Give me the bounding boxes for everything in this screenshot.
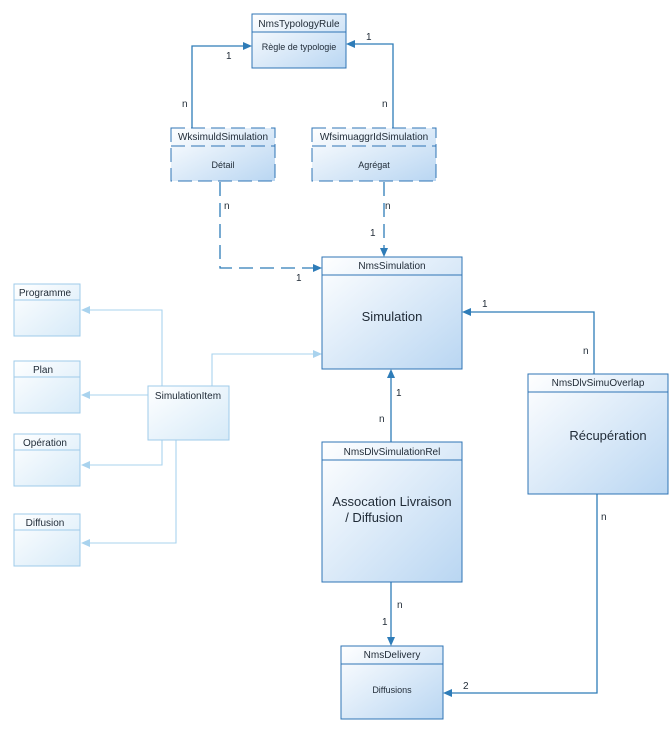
arrowhead-item-to-simulation [313,350,322,358]
entity-programme[interactable]: Programme [13,283,81,337]
mult-rel-sim-one: 1 [396,388,402,399]
entity-simulation-item[interactable]: SimulationItem [147,385,230,441]
entity-title: Opération [23,438,67,449]
faded-connectors [81,306,322,547]
mult-detail-rule-many: n [182,99,188,110]
arrowhead-overlap-to-delivery [443,689,452,697]
entity-plan[interactable]: Plan [13,360,81,414]
mult-aggr-rule-many: n [382,99,388,110]
arrowhead-rel-to-delivery [387,637,395,646]
entity-label: Agrégat [358,160,390,170]
arrowhead-aggr-to-simulation [380,248,388,257]
connectors [191,40,598,697]
entity-label-line1: Assocation Livraison [332,494,451,509]
connector-overlap-to-simulation [471,311,595,374]
connector-item-to-diffusion [90,440,177,544]
entity-simu-overlap[interactable]: NmsDlvSimuOverlap Récupération [527,373,669,495]
connector-aggr-to-typology-rule [355,43,394,128]
mult-detail-rule-one: 1 [226,51,232,62]
entity-label: Détail [211,160,234,170]
mult-aggr-sim-one: 1 [370,228,376,239]
arrowhead-rel-to-simulation [387,369,395,378]
mult-aggr-sim-many: n [385,201,391,212]
arrowhead-item-to-operation [81,461,90,469]
entity-label: Règle de typologie [262,42,337,52]
arrowhead-item-to-plan [81,391,90,399]
arrowhead-detail-to-simulation [313,264,322,272]
entity-title: NmsSimulation [358,261,425,272]
arrowhead-overlap-to-simulation [462,308,471,316]
entity-title: NmsDlvSimuOverlap [552,378,645,389]
entity-label: Simulation [362,309,423,324]
mult-overlap-sim-one: 1 [482,299,488,310]
arrowhead-item-to-diffusion [81,539,90,547]
entity-typology-rule[interactable]: NmsTypologyRule Règle de typologie [251,13,347,69]
entity-diffusion[interactable]: Diffusion [13,513,81,567]
mult-detail-sim-one: 1 [296,273,302,284]
entity-title: SimulationItem [155,391,221,402]
mult-detail-sim-many: n [224,201,230,212]
entity-title: NmsDlvSimulationRel [344,447,441,458]
mult-rel-delivery-one: 1 [382,617,388,628]
multiplicity-labels: 1 n 1 n n 1 n 1 1 n 1 n n 1 n 2 [182,32,607,692]
entity-simulation-rel[interactable]: NmsDlvSimulationRel Assocation Livraison… [321,441,463,583]
arrowhead-item-to-programme [81,306,90,314]
entity-detail-simulation[interactable]: WksimuldSimulation Détail [170,127,276,182]
mult-overlap-delivery-many: n [601,512,607,523]
connector-item-to-programme [90,309,163,386]
entity-title: WksimuldSimulation [178,132,268,143]
connector-overlap-to-delivery [452,494,598,694]
arrowhead-aggr-to-typology-rule [346,40,355,48]
entity-delivery[interactable]: NmsDelivery Diffusions [340,645,444,720]
mult-rel-delivery-many: n [397,600,403,611]
connector-detail-to-typology-rule [191,45,244,128]
entity-aggregate-simulation[interactable]: WfsimuaggrIdSimulation Agrégat [311,127,437,182]
connector-detail-to-simulation [219,182,313,269]
entity-label-line2: / Diffusion [345,510,403,525]
mult-aggr-rule-one: 1 [366,32,372,43]
entity-label: Récupération [569,428,646,443]
mult-rel-sim-many: n [379,414,385,425]
entity-title: NmsTypologyRule [258,19,340,30]
entity-title: Plan [33,365,53,376]
entity-operation[interactable]: Opération [13,433,81,487]
entity-title: WfsimuaggrIdSimulation [320,132,428,143]
entity-title: Diffusion [26,518,65,529]
arrowhead-detail-to-typology-rule [243,42,252,50]
entity-label: Diffusions [372,685,412,695]
entity-title: Programme [19,288,72,299]
connector-item-to-simulation [211,353,313,386]
entity-title: NmsDelivery [364,650,421,661]
mult-overlap-delivery-two: 2 [463,681,469,692]
connector-item-to-operation [90,440,163,466]
entity-simulation[interactable]: NmsSimulation Simulation [321,256,463,370]
mult-overlap-sim-many: n [583,346,589,357]
